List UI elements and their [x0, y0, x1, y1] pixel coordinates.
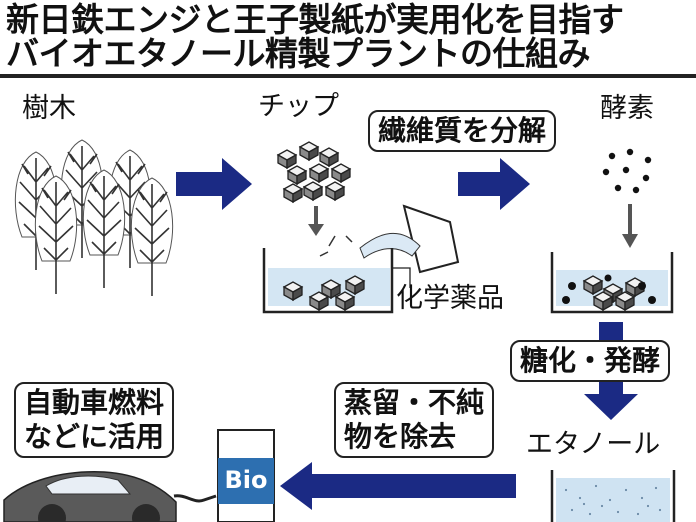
fuel-tank-icon [217, 429, 275, 522]
step-distill-line-2: 物を除去 [344, 420, 457, 453]
label-ethanol: エタノール [526, 429, 661, 460]
label-trees: 樹木 [22, 93, 76, 124]
label-chemicals: 化学薬品 [396, 283, 504, 314]
title-divider [0, 74, 696, 78]
title-line-2: バイオエタノール精製プラントの仕組み [6, 34, 591, 73]
arrow-ethanol-to-bio [280, 462, 516, 510]
beaker-icon [550, 252, 674, 314]
chip-cube-icon [277, 141, 351, 203]
arrow-down-to-ethanol [584, 394, 638, 420]
flask-icon [319, 204, 460, 274]
step-saccharify: 糖化・発酵 [510, 340, 671, 382]
title-line-1: 新日鉄エンジと王子製紙が実用化を目指す [6, 0, 624, 39]
car-icon [3, 471, 217, 522]
step-fuel: 自動車燃料 などに活用 [14, 382, 175, 458]
step-distill: 蒸留・不純 物を除去 [334, 382, 495, 458]
label-chips: チップ [258, 91, 339, 122]
tree-icon [14, 139, 174, 297]
step-fuel-line-1: 自動車燃料 [24, 386, 165, 419]
beaker-icon [262, 248, 394, 314]
flask-icon [550, 470, 676, 522]
step-distill-line-1: 蒸留・不純 [344, 386, 485, 419]
arrow-to-enzyme [458, 158, 530, 210]
arrow-trees-to-chips [176, 158, 252, 210]
step-fuel-line-2: などに活用 [24, 420, 165, 453]
enzyme-dot-icon [602, 148, 652, 194]
bio-label: Bio [224, 466, 268, 494]
step-decompose: 繊維質を分解 [368, 110, 557, 152]
label-enzyme: 酵素 [600, 93, 654, 124]
